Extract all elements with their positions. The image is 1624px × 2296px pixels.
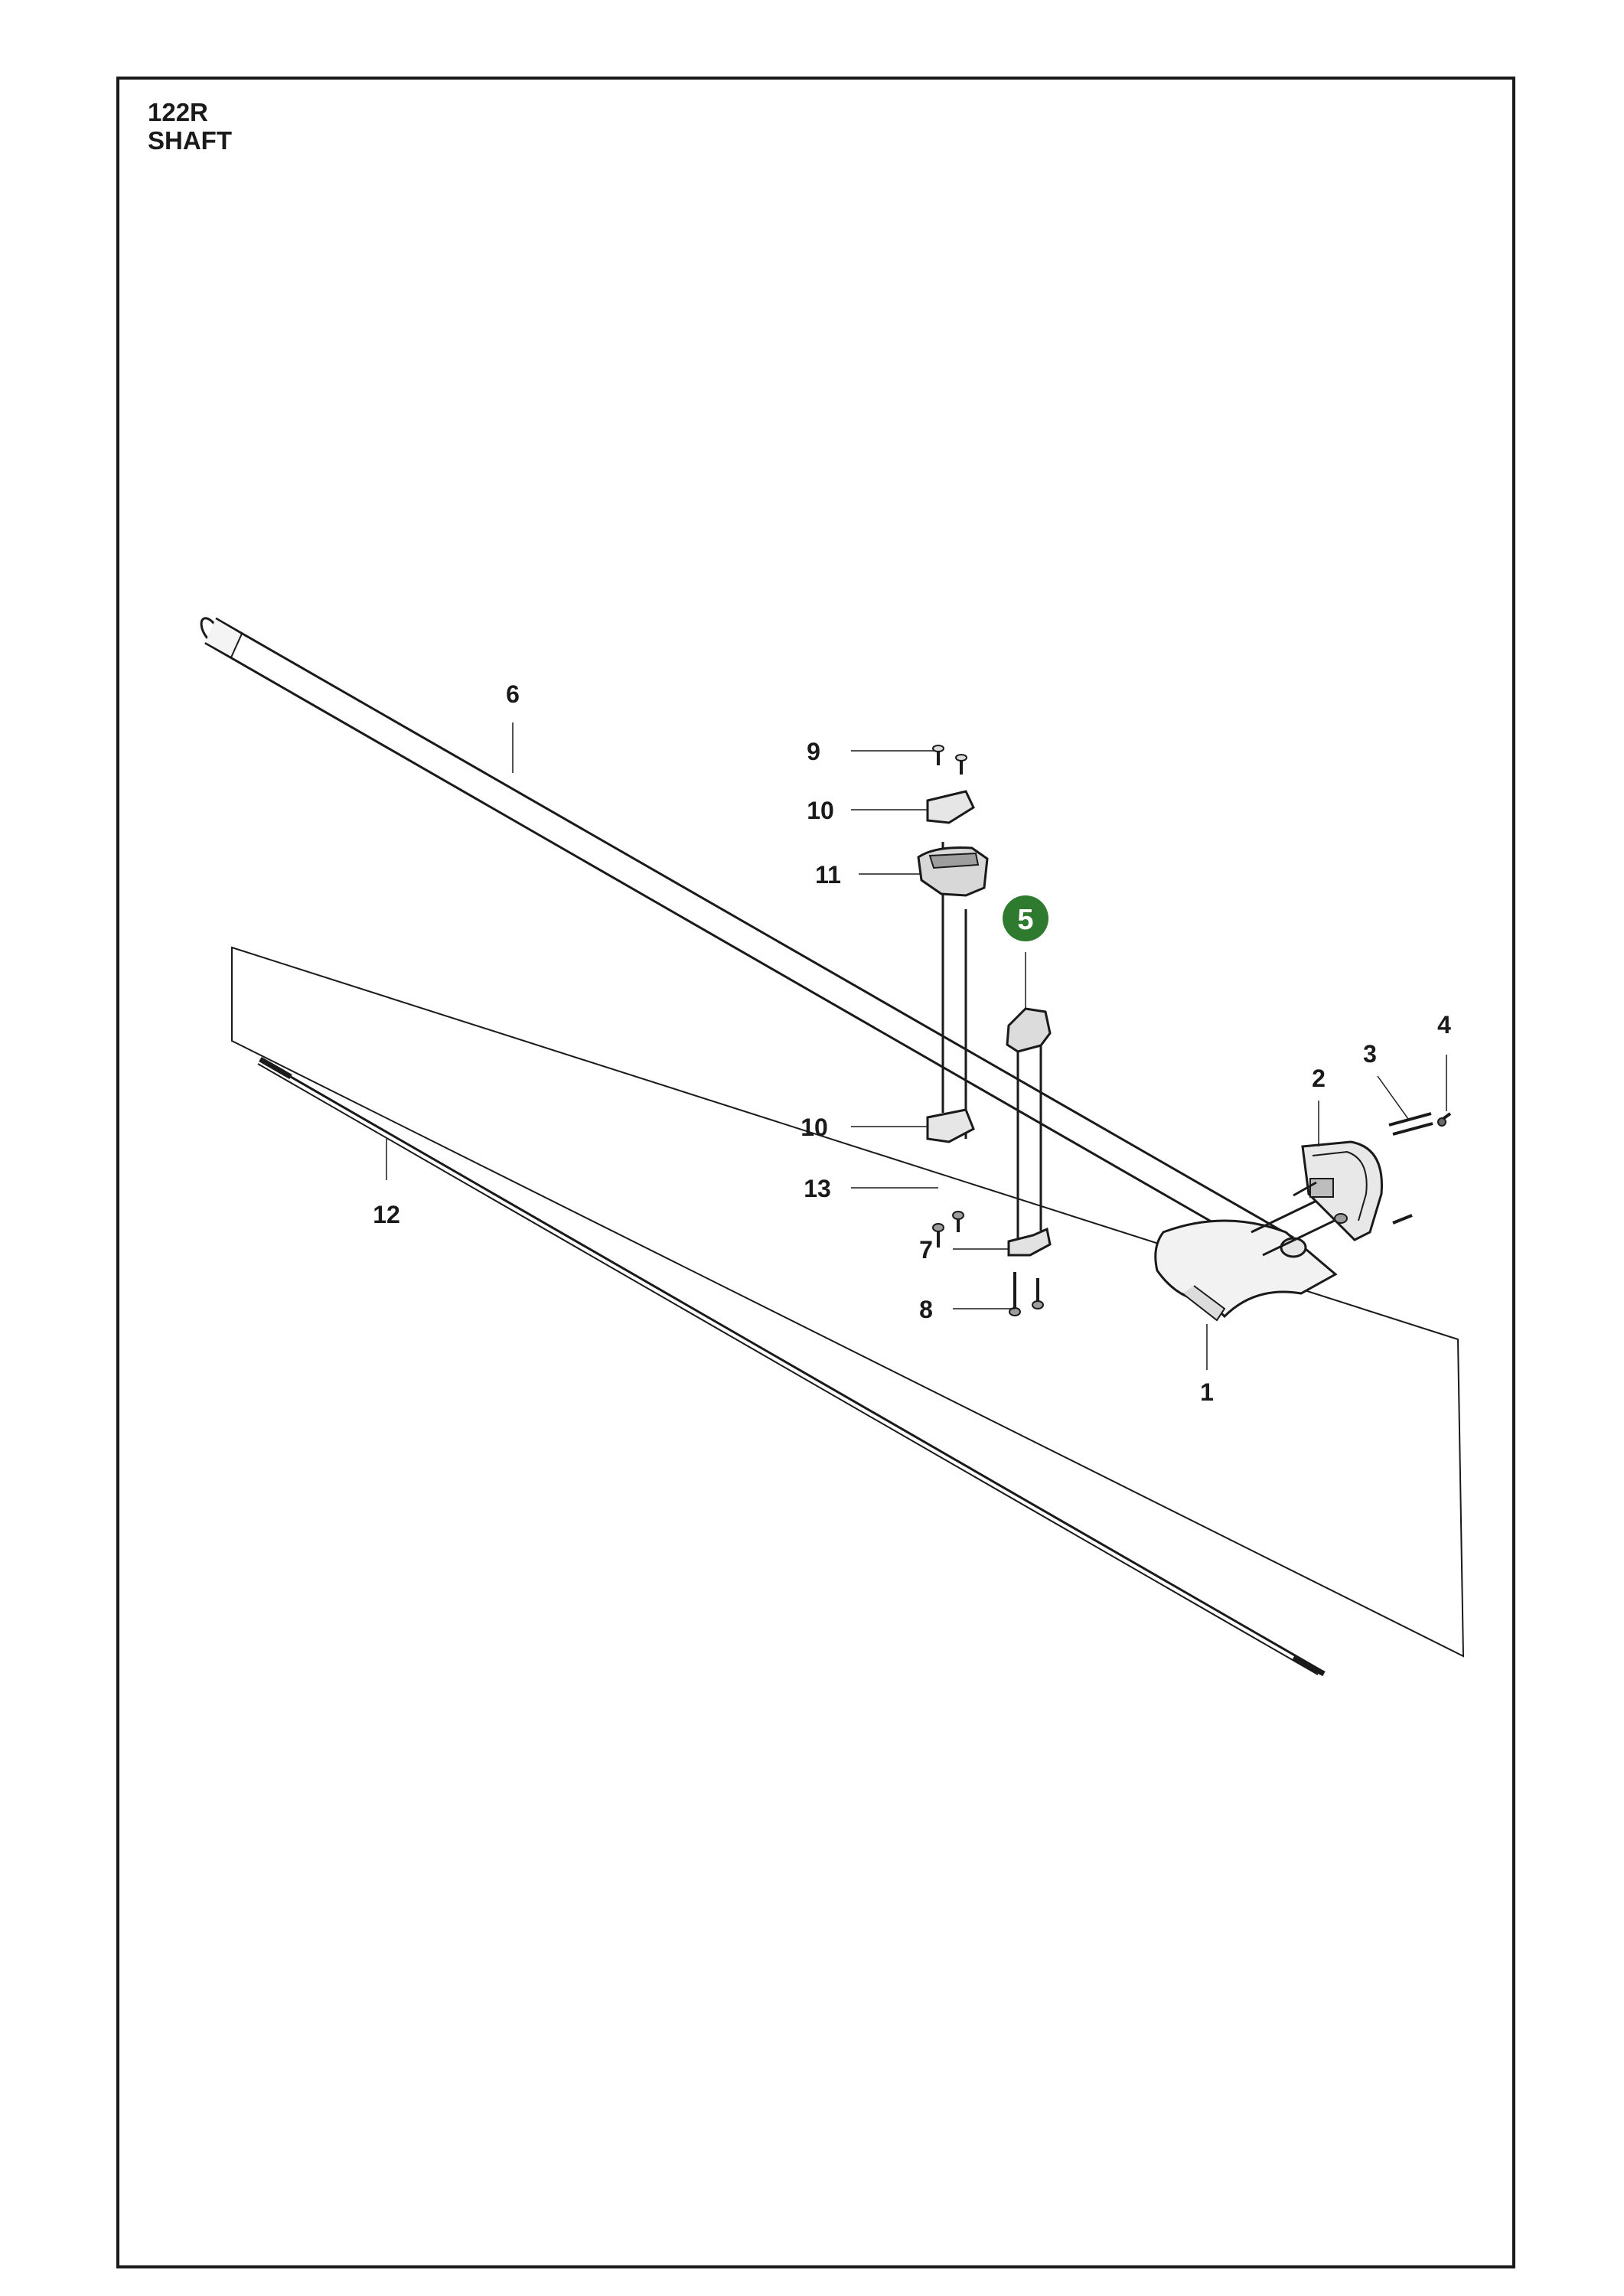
- callout-2: 2: [1312, 1065, 1326, 1092]
- bracket-screws: [1388, 1112, 1452, 1225]
- callout-8: 8: [919, 1296, 933, 1323]
- highlight-badge: [1003, 895, 1048, 941]
- shaft-tube: [200, 617, 1294, 1263]
- callout-labels: 6 9 10 11 10 13 12 7 8 1 2 3 4: [373, 680, 1451, 1406]
- callout-11: 11: [815, 861, 841, 889]
- callout-7: 7: [919, 1236, 933, 1264]
- cable-backdrop-panel: [231, 946, 1465, 1658]
- callout-9: 9: [807, 738, 820, 765]
- callout-10-lower: 10: [801, 1114, 828, 1141]
- handle-clamp-assembly: [917, 745, 989, 1247]
- model-label: 122R: [148, 98, 208, 126]
- callout-4: 4: [1437, 1011, 1451, 1039]
- callout-5-highlighted[interactable]: 5: [1003, 895, 1048, 941]
- clamp-5-assembly: [1006, 1007, 1052, 1316]
- callout-10-upper: 10: [807, 797, 834, 824]
- callout-13: 13: [804, 1175, 831, 1202]
- flex-cable: [257, 1056, 1326, 1677]
- callout-12: 12: [373, 1201, 400, 1228]
- section-label: SHAFT: [148, 126, 232, 155]
- drawing-frame: [116, 77, 1515, 2268]
- diagram-title: 122R SHAFT: [148, 98, 232, 155]
- callout-3: 3: [1363, 1040, 1377, 1068]
- callout-1: 1: [1200, 1378, 1214, 1406]
- leader-lines: [386, 722, 1447, 1370]
- callout-5: 5: [1017, 904, 1033, 936]
- handle-mount-assembly: [1154, 1140, 1383, 1322]
- callout-6: 6: [506, 680, 520, 708]
